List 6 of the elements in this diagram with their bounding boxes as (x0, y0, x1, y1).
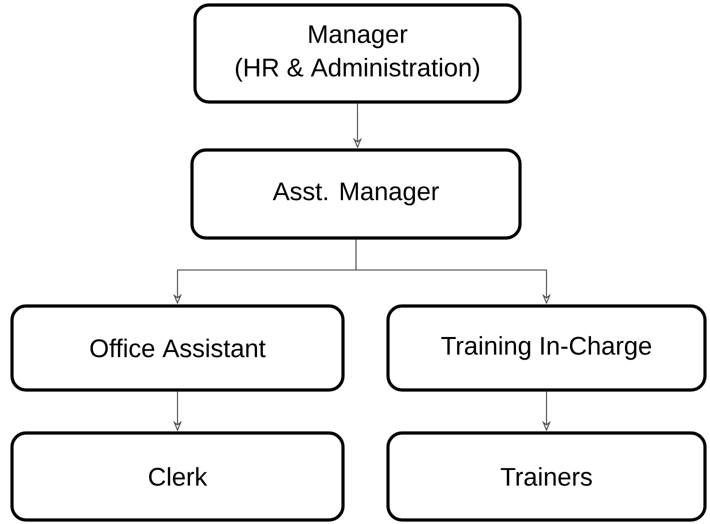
org-box: Trainers (386, 431, 707, 522)
org-box: Asst. Manager (190, 148, 522, 240)
org-box: Clerk (10, 431, 345, 522)
org-box: Training In-Charge (386, 304, 707, 392)
org-box: Office Assistant (10, 304, 345, 392)
org-box: Manager (HR & Administration) (193, 3, 522, 104)
